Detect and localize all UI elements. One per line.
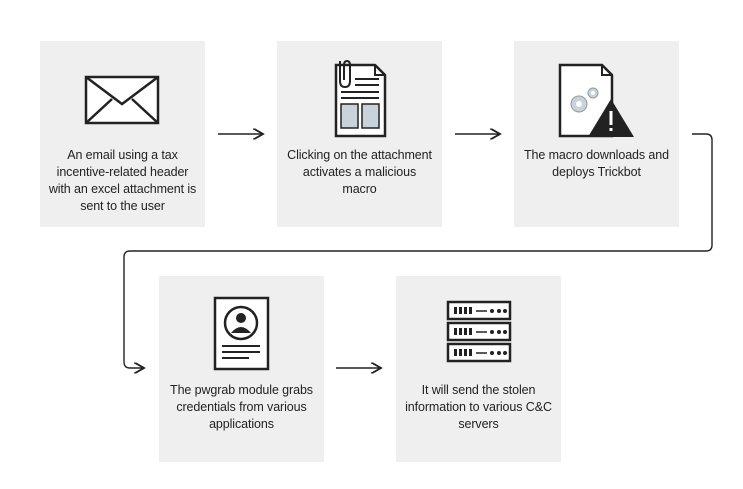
step-label: The pwgrab module grabs credentials from… — [170, 383, 313, 431]
step-label: An email using a tax incentive-related h… — [48, 148, 197, 213]
step-card-servers: It will send the stolen information to v… — [396, 276, 561, 462]
step-label: The macro downloads and deploys Trickbot — [523, 148, 669, 179]
step-label: Clicking on the attachment activates a m… — [287, 148, 432, 196]
server-stack-icon — [446, 300, 512, 363]
step-card-pwgrab: The pwgrab module grabs credentials from… — [159, 276, 324, 462]
warning-file-icon — [558, 63, 634, 138]
step-card-email: An email using a tax incentive-related h… — [40, 41, 205, 227]
step-card-macro: The macro downloads and deploys Trickbot — [514, 41, 679, 227]
step-label: It will send the stolen information to v… — [405, 383, 552, 431]
document-attachment-icon — [334, 59, 387, 138]
arrow-3-4 — [123, 133, 713, 368]
step-card-attachment: Clicking on the attachment activates a m… — [277, 41, 442, 227]
profile-document-icon — [213, 296, 270, 371]
envelope-icon — [84, 75, 160, 125]
